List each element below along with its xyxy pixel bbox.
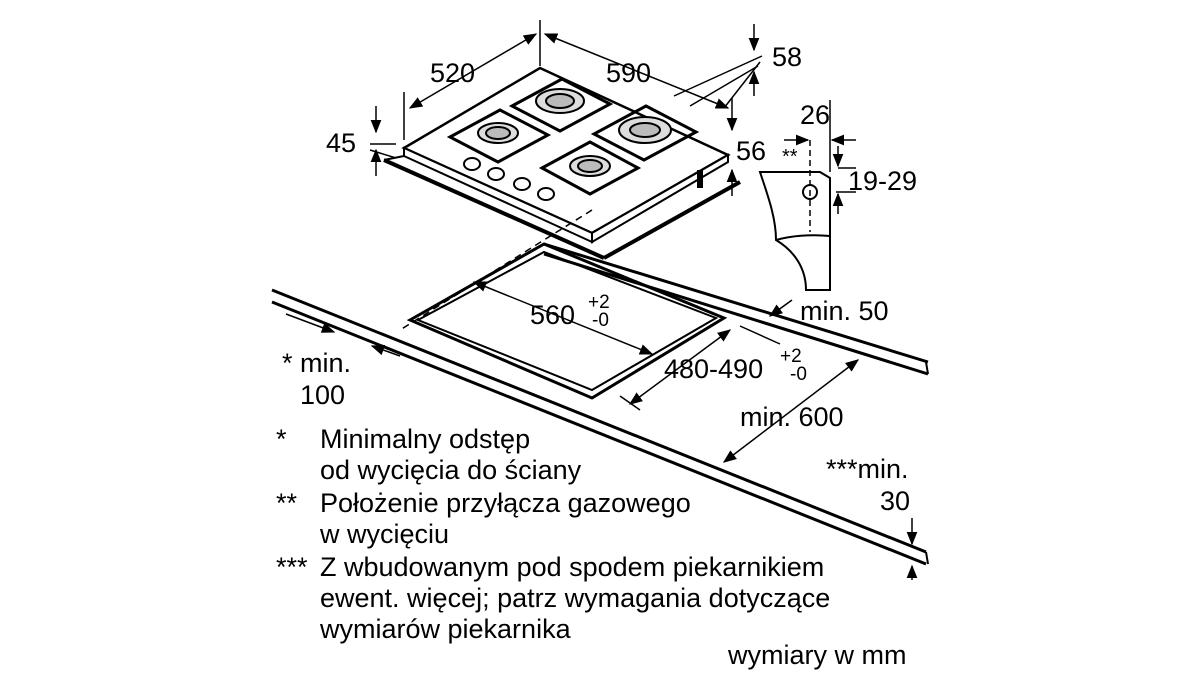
burner-right	[590, 104, 700, 162]
units-note: wymiary w mm	[728, 640, 907, 670]
connector-marker: **	[782, 146, 798, 168]
dim-min-front: min. 50	[800, 296, 889, 326]
connector-detail	[758, 100, 856, 291]
burner-front	[538, 140, 642, 196]
cutout-dimensions	[285, 281, 918, 580]
burner-left	[446, 108, 552, 164]
note-1-text: Minimalny odstęp od wycięcia do ściany	[320, 424, 581, 486]
hob	[383, 66, 741, 260]
dim-cutout-depth-tolerance: +2 -0	[780, 346, 807, 385]
note-3-line-3: wymiarów piekarnika	[320, 614, 571, 644]
dim-connector-offset: 26	[800, 100, 831, 130]
dim-cutout-width: 560	[530, 300, 575, 330]
dim-min-worktop: min. 600	[740, 402, 844, 432]
dim-min-wall-line1: * min.	[282, 348, 352, 378]
dim-hob-width: 590	[606, 58, 652, 88]
cutout	[406, 242, 728, 400]
dim-min-thickness-line2: 30	[880, 486, 911, 516]
note-3-line-1: Z wbudowanym pod spodem piekarnikiem	[320, 552, 825, 582]
dim-cutout-depth: 480-490	[664, 354, 763, 384]
dim-connector-range: 19-29	[848, 166, 918, 196]
dim-cutout-depth-value: 480-490	[664, 354, 764, 384]
note-3-line-2: ewent. więcej; patrz wymagania dotyczące	[320, 583, 831, 613]
note-2-text: Położenie przyłącza gazowego w wycięciu	[320, 488, 691, 550]
note-1-line-1: Minimalny odstęp	[320, 424, 531, 454]
tolerance-plus: +2	[588, 292, 610, 313]
note-2-mark: **	[276, 488, 298, 518]
note-3-mark: ***	[276, 552, 308, 582]
tolerance-minus: -0	[592, 310, 609, 331]
tolerance-plus: +2	[780, 346, 802, 367]
knobs	[463, 157, 555, 201]
tolerance-minus: -0	[790, 364, 807, 385]
dim-cutout-width-value: 560	[530, 300, 576, 330]
dim-height-total: 45	[326, 128, 357, 158]
dim-cutout-width-tolerance: +2 -0	[588, 292, 610, 331]
dim-min-wall-line2: 100	[300, 380, 346, 410]
dim-min-thickness-line1: ***min.	[826, 454, 909, 484]
dim-right-depth: 58	[772, 42, 803, 72]
dim-hob-depth: 520	[430, 58, 476, 88]
note-1-line-2: od wycięcia do ściany	[320, 455, 582, 485]
note-1-mark: *	[276, 424, 287, 454]
note-2-line-2: w wycięciu	[320, 519, 450, 549]
dim-right-height: 56	[736, 136, 767, 166]
note-3-text: Z wbudowanym pod spodem piekarnikiem ewe…	[320, 552, 830, 645]
note-2-line-1: Położenie przyłącza gazowego	[320, 488, 691, 518]
